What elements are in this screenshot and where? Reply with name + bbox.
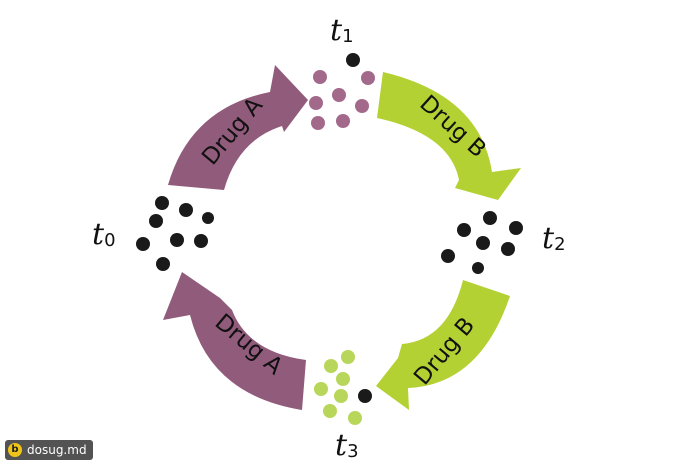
- cell-cluster-t1: [309, 53, 375, 130]
- cell-dot: [309, 96, 323, 110]
- arrow-drug-b-top: [377, 72, 521, 200]
- cell-dot: [483, 211, 497, 225]
- time-label-t3-sub: 3: [347, 441, 358, 462]
- cell-dot: [441, 249, 455, 263]
- cell-dot: [341, 350, 355, 364]
- cell-dot: [476, 236, 490, 250]
- cell-dot: [311, 116, 325, 130]
- cell-dot: [170, 233, 184, 247]
- watermark-text: dosug.md: [27, 443, 87, 457]
- time-label-t0: t0: [92, 217, 116, 252]
- cell-cluster-t2: [441, 211, 523, 274]
- cell-dot: [324, 359, 338, 373]
- time-label-t2: t2: [542, 221, 566, 256]
- cell-dot: [348, 411, 362, 425]
- cell-dot: [179, 203, 193, 217]
- cell-cluster-t3: [314, 350, 372, 425]
- cell-dot: [155, 196, 169, 210]
- cell-dot: [355, 99, 369, 113]
- cell-dot: [156, 257, 170, 271]
- cell-dot: [358, 389, 372, 403]
- cell-dot: [472, 262, 484, 274]
- watermark: b dosug.md: [5, 440, 93, 460]
- time-label-t2-sub: 2: [554, 234, 565, 255]
- time-label-t0-base: t: [92, 217, 105, 252]
- arrow-drug-a-bottom: [163, 272, 306, 410]
- arrow-drug-a-top: [168, 65, 308, 190]
- cell-dot: [202, 212, 214, 224]
- time-label-t1-sub: 1: [342, 26, 353, 47]
- cell-dot: [361, 71, 375, 85]
- time-label-t3: t3: [335, 428, 359, 463]
- cell-dot: [323, 404, 337, 418]
- time-label-t1: t1: [330, 13, 354, 48]
- cell-dot: [509, 221, 523, 235]
- cell-dot: [332, 88, 346, 102]
- cell-dot: [336, 114, 350, 128]
- time-label-t2-base: t: [542, 221, 555, 256]
- cell-dot: [457, 223, 471, 237]
- cell-dot: [334, 389, 348, 403]
- cell-dot: [194, 234, 208, 248]
- time-label-t1-base: t: [330, 13, 343, 48]
- cell-dot: [346, 53, 360, 67]
- cell-dot: [149, 214, 163, 228]
- cell-cluster-t0: [136, 196, 214, 271]
- site-logo-icon: b: [8, 443, 22, 457]
- cell-dot: [313, 70, 327, 84]
- cell-dot: [314, 382, 328, 396]
- cell-dot: [501, 242, 515, 256]
- time-label-t3-base: t: [335, 428, 348, 463]
- time-label-t0-sub: 0: [104, 230, 115, 251]
- cell-dot: [136, 237, 150, 251]
- cell-dot: [336, 372, 350, 386]
- arrow-drug-b-bottom: [376, 280, 510, 410]
